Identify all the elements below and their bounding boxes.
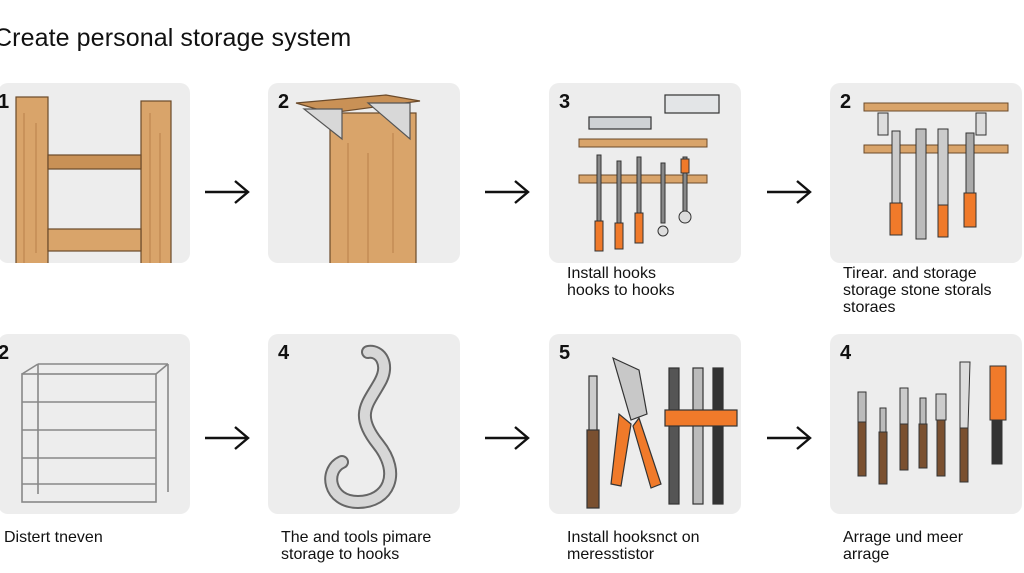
caption-line: Install hooks <box>567 265 656 282</box>
page-title: Create personal storage system <box>0 24 352 52</box>
step-card-metal-shelving: 2 <box>0 334 190 514</box>
right-arrow-icon <box>205 426 250 450</box>
right-arrow-icon <box>767 180 812 204</box>
caption-line: storage to hooks <box>281 546 400 563</box>
step-caption: Arrage und meer arrage <box>843 529 963 563</box>
tool-rack-icon <box>578 94 720 252</box>
step-caption: Install hooks hooks to hooks <box>567 265 675 299</box>
step-number: 1 <box>0 91 10 113</box>
step-card-hanging-tools: 2 <box>830 83 1022 263</box>
step-number: 2 <box>278 91 290 113</box>
hanging-tools-icon <box>863 102 1009 240</box>
caption-line: arrage <box>843 546 890 563</box>
step-caption: Distert tneven <box>4 529 103 546</box>
arranged-tools-icon <box>857 361 1007 485</box>
caption-line: meresstistor <box>567 546 655 563</box>
step-card-shelf-unit: 1 <box>0 83 190 263</box>
metal-shelving-icon <box>21 363 169 503</box>
step-card-arranged-tools: 4 <box>830 334 1022 514</box>
wooden-shelf-icon <box>15 96 172 263</box>
caption-line: Tirear. and storage <box>843 265 977 282</box>
caption-line: storage stone storals <box>843 282 992 299</box>
step-caption: Install hooksnct on meresstistor <box>567 529 700 563</box>
step-caption: Tirear. and storage storage stone storal… <box>843 265 992 316</box>
caption-line: storaes <box>843 299 896 316</box>
right-arrow-icon <box>205 180 250 204</box>
step-number: 4 <box>278 342 290 364</box>
right-arrow-icon <box>485 180 530 204</box>
caption-line: hooks to hooks <box>567 282 675 299</box>
caption-line: Arrage und meer <box>843 529 964 546</box>
right-arrow-icon <box>767 426 812 450</box>
step-card-tool-rack: 3 <box>549 83 741 263</box>
caption-line: Install hooksnct on <box>567 529 700 546</box>
s-hook-icon <box>324 344 397 510</box>
step-number: 5 <box>559 342 571 364</box>
caption-line: Distert tneven <box>4 529 103 546</box>
step-number: 2 <box>840 91 852 113</box>
right-arrow-icon <box>485 426 530 450</box>
pliers-tools-icon <box>586 356 738 509</box>
wall-board-bracket-icon <box>295 94 421 263</box>
step-caption: The and tools pimare storage to hooks <box>281 529 431 563</box>
caption-line: The and tools pimare <box>281 529 432 546</box>
step-card-pliers-tools: 5 <box>549 334 741 514</box>
step-number: 2 <box>0 342 10 364</box>
step-card-s-hook: 4 <box>268 334 460 514</box>
step-number: 3 <box>559 91 571 113</box>
step-card-wall-board: 2 <box>268 83 460 263</box>
step-number: 4 <box>840 342 852 364</box>
